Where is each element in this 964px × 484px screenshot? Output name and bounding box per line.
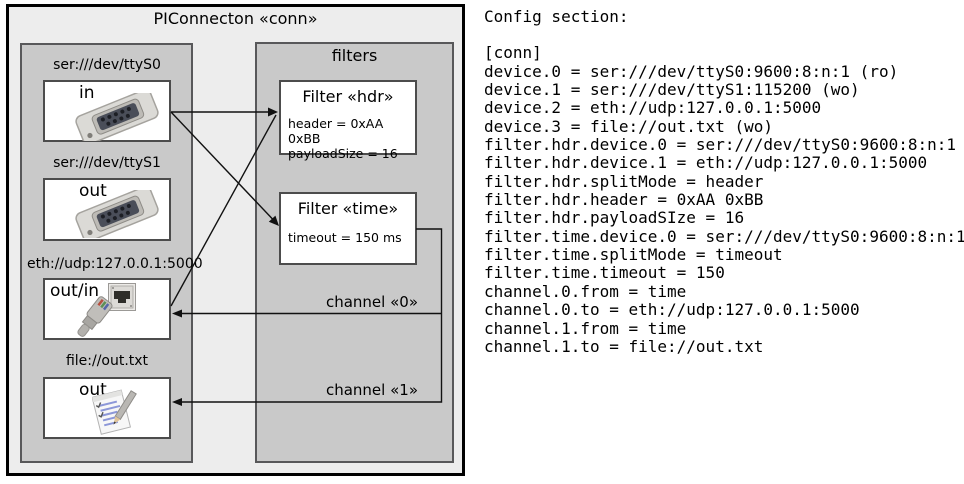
device-box-ttys1: out: [43, 178, 171, 242]
filter-param: payloadSize = 16: [288, 146, 398, 161]
config-line: device.1 = ser:///dev/ttyS1:115200 (wo): [484, 80, 860, 100]
frame-title: PIConnecton «conn»: [153, 9, 318, 28]
config-line: filter.hdr.splitMode = header: [484, 171, 764, 191]
config-blank-line: [484, 26, 964, 44]
config-line: [conn]: [484, 43, 542, 63]
config-line: channel.1.from = time: [484, 318, 687, 338]
config-line: channel.1.to = file://out.txt: [484, 336, 764, 356]
notepad-icon: [91, 387, 138, 439]
filter-title: Filter «time»: [297, 199, 399, 218]
device-label-file: file://out.txt: [65, 353, 149, 369]
config-heading: Config section:: [484, 7, 629, 26]
config-line: channel.0.to = eth://udp:127.0.0.1:5000: [484, 300, 860, 320]
ethernet-cable-icon: [69, 294, 119, 344]
channel-0-label: channel «0»: [325, 293, 418, 311]
config-section: Config section: [conn] device.0 = ser://…: [484, 7, 964, 356]
device-label-ttys1: ser:///dev/ttyS1: [53, 155, 161, 171]
config-line: filter.hdr.header = 0xAA 0xBB: [484, 190, 764, 210]
serial-connector-icon: [71, 89, 163, 145]
config-line: device.0 = ser:///dev/ttyS0:9600:8:n:1 (…: [484, 61, 899, 81]
filter-title: Filter «hdr»: [302, 87, 394, 106]
config-line: filter.time.device.0 = ser:///dev/ttyS0:…: [484, 226, 964, 246]
rj45-jack-icon: [108, 283, 136, 315]
config-line: filter.hdr.device.1 = eth://udp:127.0.0.…: [484, 153, 928, 173]
serial-connector-icon: [71, 186, 163, 242]
device-port-label: in: [79, 83, 95, 103]
config-line: channel.0.from = time: [484, 281, 687, 301]
device-box-file: out: [43, 377, 171, 439]
config-line: filter.time.splitMode = timeout: [484, 245, 783, 265]
config-line: filter.hdr.payloadSIze = 16: [484, 208, 745, 228]
device-label-ttys0: ser:///dev/ttyS0: [53, 57, 161, 73]
filter-box-hdr: Filter «hdr» header = 0xAA 0xBB payloadS…: [279, 80, 417, 161]
filter-box-time: Filter «time» timeout = 150 ms: [279, 192, 417, 265]
device-box-ttys0: in: [43, 80, 171, 145]
device-port-label: out: [79, 181, 107, 201]
config-line: filter.hdr.device.0 = ser:///dev/ttyS0:9…: [484, 135, 957, 155]
device-box-eth: out/in: [43, 278, 171, 340]
config-line: filter.time.timeout = 150: [484, 263, 725, 283]
device-port-label: out/in: [50, 281, 100, 301]
channel-1-label: channel «1»: [325, 381, 418, 399]
device-label-eth: eth://udp:127.0.0.1:5000: [27, 256, 203, 272]
filter-param: header = 0xAA 0xBB: [288, 116, 384, 146]
config-line: device.2 = eth://udp:127.0.0.1:5000: [484, 98, 822, 118]
config-line: device.3 = file://out.txt (wo): [484, 116, 773, 136]
filter-param: timeout = 150 ms: [288, 230, 402, 245]
filters-panel-title: filters: [331, 46, 378, 65]
